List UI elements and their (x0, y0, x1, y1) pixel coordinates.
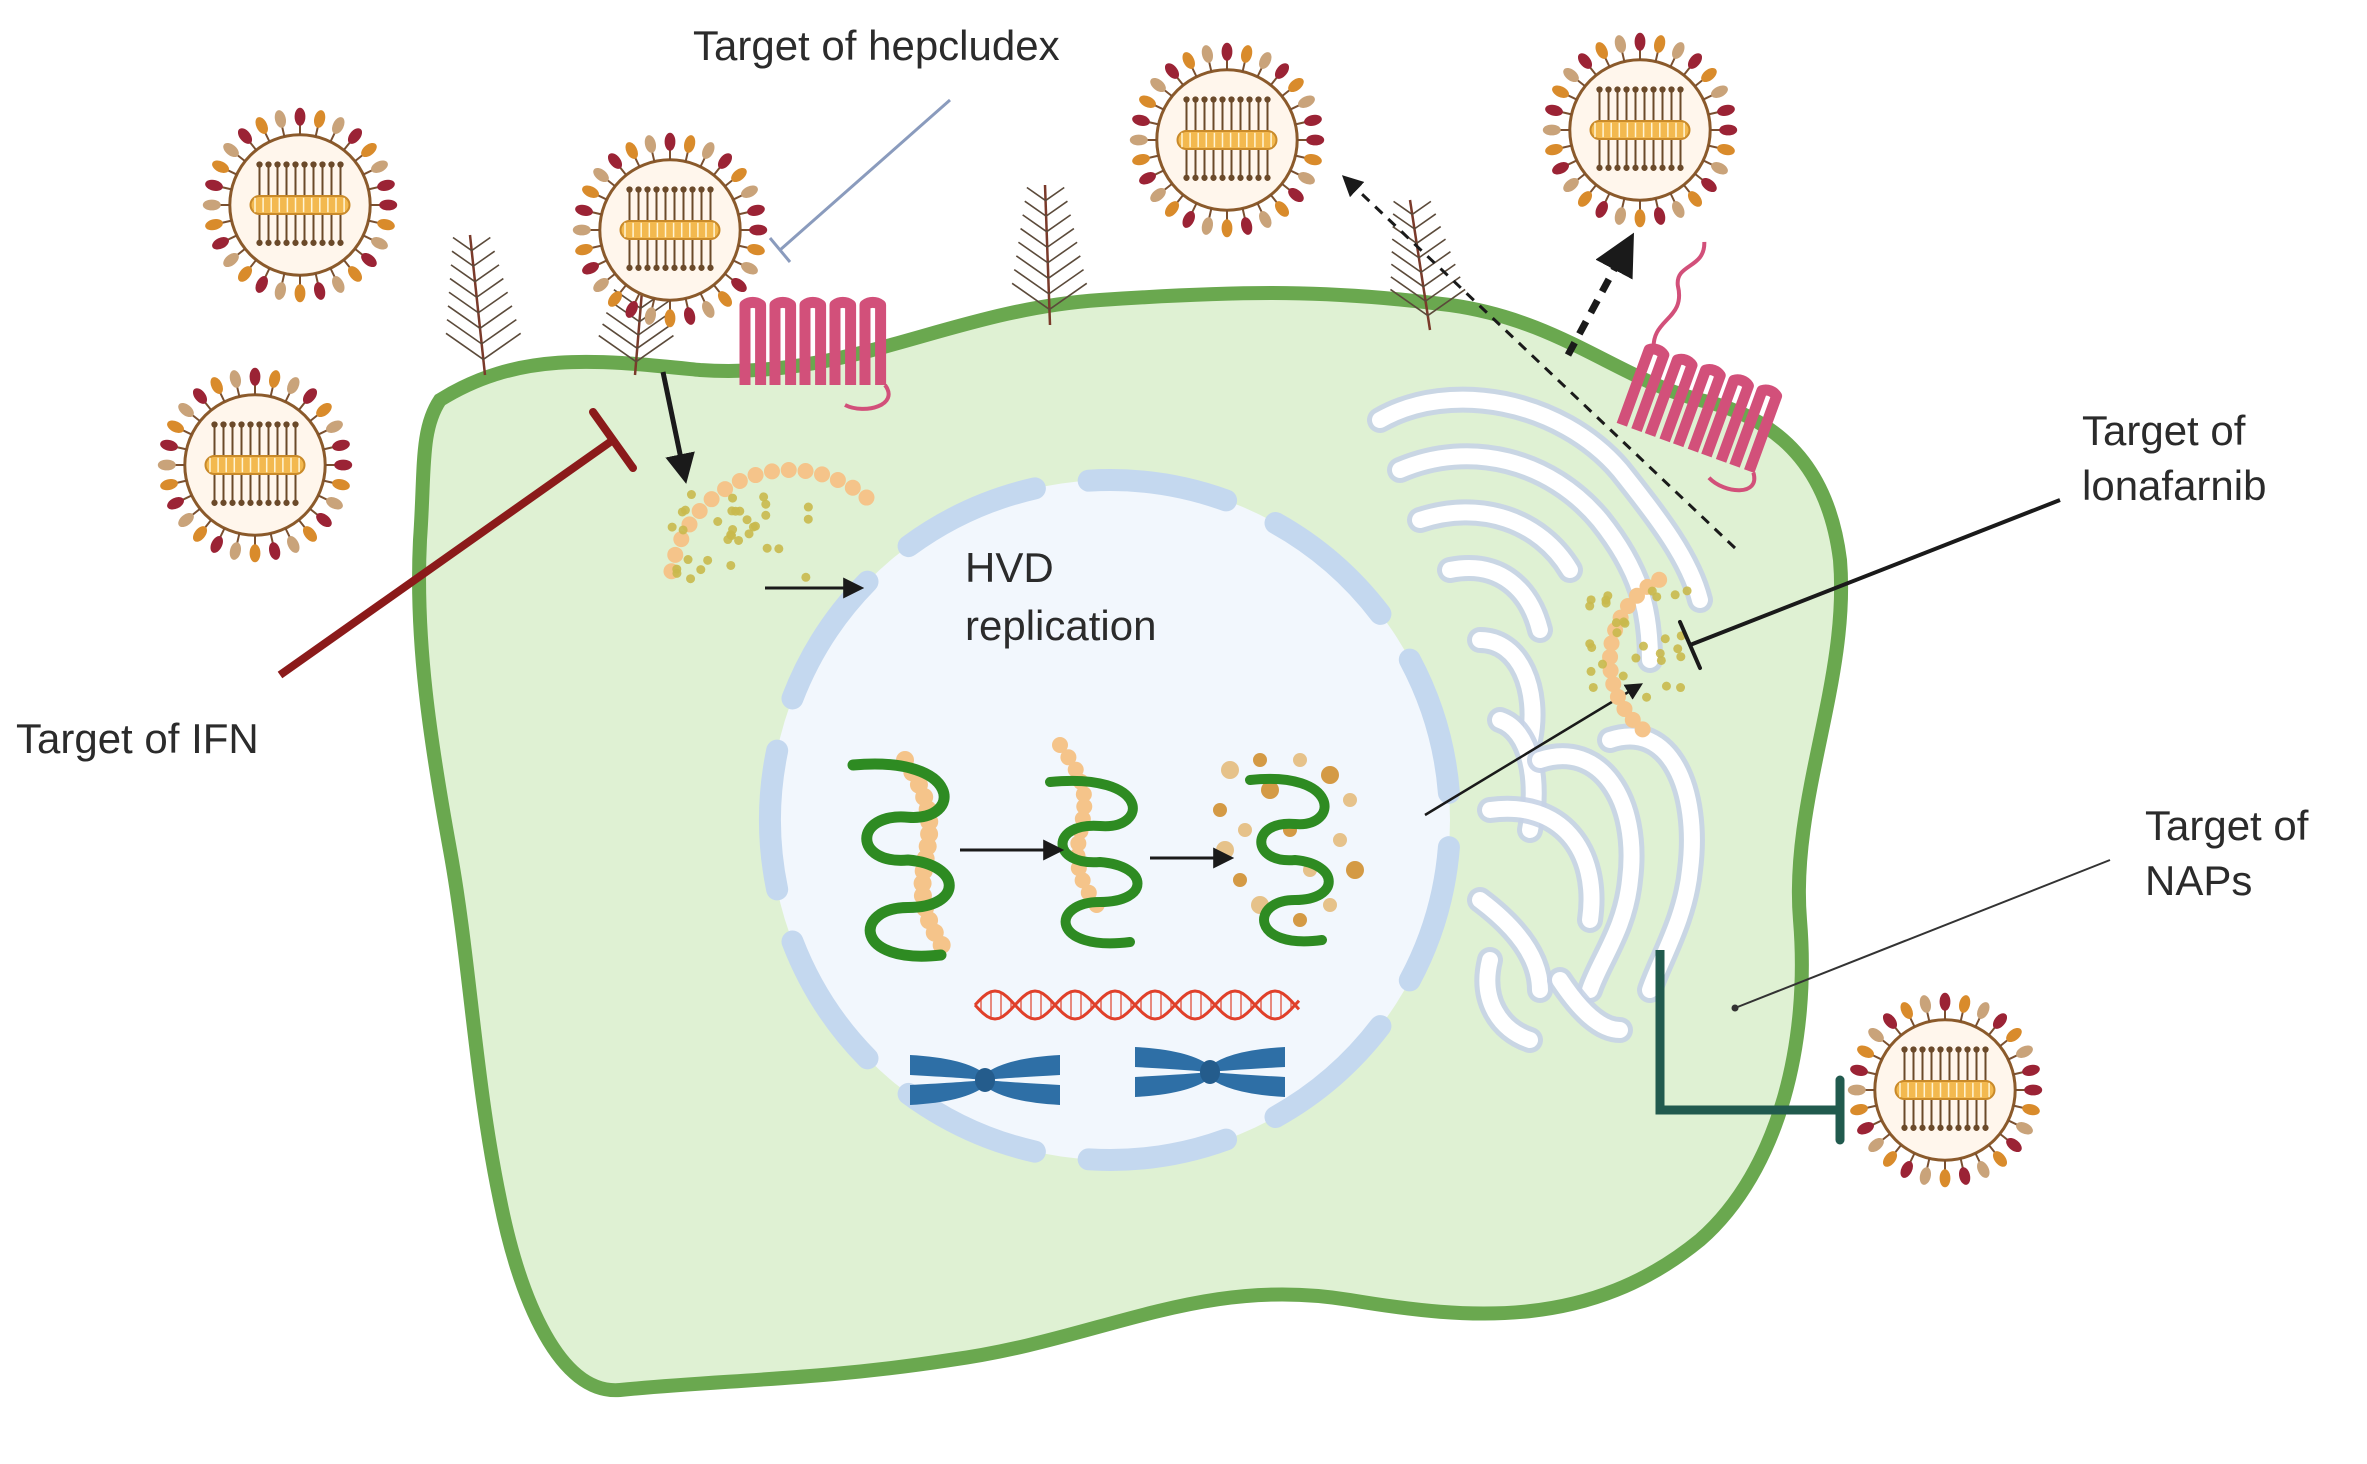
label-target-of-naps-line1: Target of (2145, 802, 2309, 849)
hdv-virion (1542, 32, 1738, 228)
label-target-of-hepcludex: Target of hepcludex (693, 22, 1060, 69)
host-dna-helix (973, 989, 1301, 1021)
hdv-rnp-complex (1213, 753, 1364, 947)
naps-leader-line (1731, 859, 2111, 1012)
entry-arrow (660, 371, 695, 484)
label-target-of-lonafarnib-line1: Target of (2082, 407, 2246, 454)
hdv-virion (572, 132, 768, 328)
hspg-proteoglycan (1011, 184, 1088, 326)
ntcp-receptor (739, 296, 891, 411)
hdv-virion (202, 107, 398, 303)
hdv-rna-genome (847, 751, 955, 962)
label-target-of-ifn: Target of IFN (16, 715, 259, 762)
hdv-virion (157, 367, 353, 563)
incoming-rnp (663, 462, 875, 584)
label-target-of-lonafarnib-line2: lonafarnib (2082, 462, 2266, 509)
hdv-virion (1847, 992, 2043, 1188)
hepcludex-inhibitor (768, 98, 951, 263)
hdv-rna-genome (1045, 737, 1143, 949)
ifn-inhibitor (277, 408, 637, 679)
chromosome (910, 1055, 1060, 1105)
endoplasmic-reticulum-golgi (1367, 386, 1713, 1053)
label-hvd-replication-line2: replication (965, 602, 1156, 649)
naps-inhibitor (1655, 950, 1845, 1145)
export-arrow (1424, 683, 1643, 817)
chromosome (1135, 1047, 1285, 1097)
label-hvd-replication-line1: HVD (965, 544, 1054, 591)
ntcp-receptor (1616, 241, 1783, 493)
virion-release-arrow (1564, 232, 1634, 357)
label-target-of-naps-line2: NAPs (2145, 857, 2252, 904)
hspg-proteoglycan (445, 234, 522, 376)
lonafarnib-inhibitor (1678, 498, 2061, 670)
assembling-rnp (1585, 571, 1692, 738)
hdv-virion (1129, 42, 1325, 238)
